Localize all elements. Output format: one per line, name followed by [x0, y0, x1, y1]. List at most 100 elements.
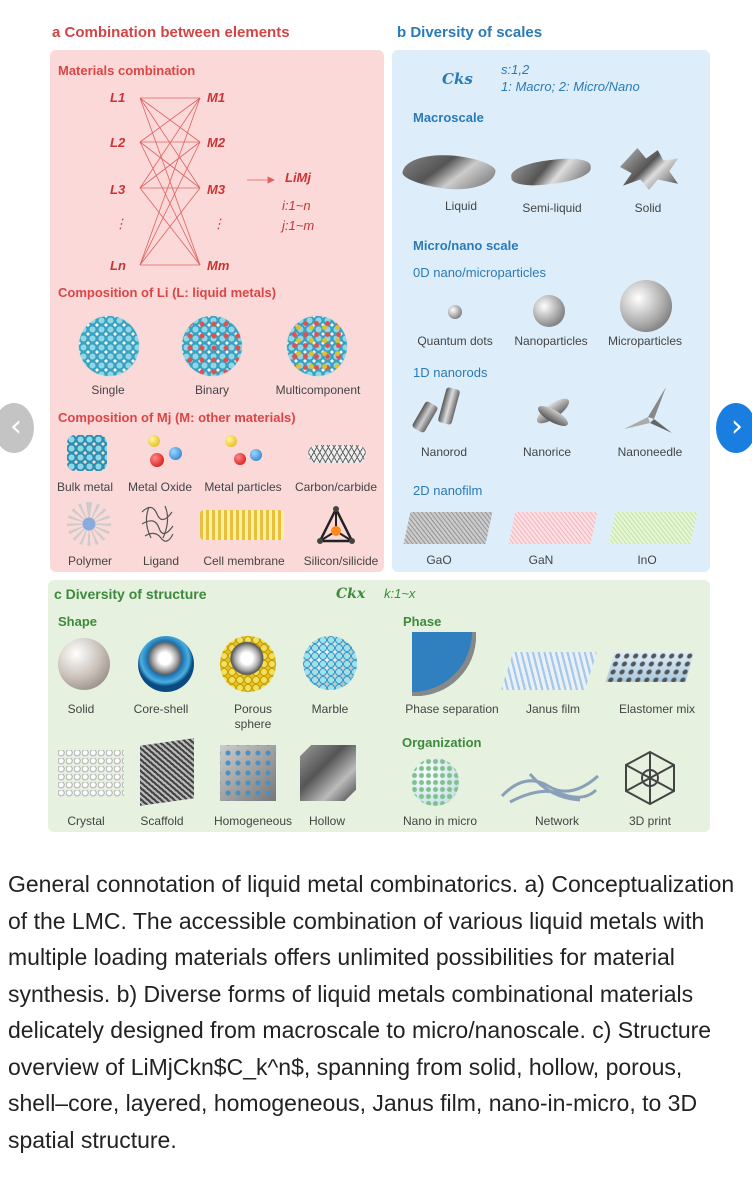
ligand-label: Ligand: [142, 554, 180, 568]
composition-m-label: Composition of Mj (M: other materials): [58, 410, 296, 425]
l-ellipsis: ⋮: [114, 216, 127, 231]
core-shell-label: Core-shell: [133, 702, 189, 716]
binary-sphere: [182, 316, 242, 376]
polymer-icon: [67, 502, 111, 546]
single-sphere: [79, 316, 139, 376]
metal-oxide-label: Metal Oxide: [127, 480, 193, 494]
chevron-left-icon: ‹: [10, 409, 22, 444]
panel-c-symbol: Ckx: [336, 586, 366, 602]
macroscale-label: Macroscale: [413, 110, 484, 125]
bulk-metal-icon: [67, 435, 107, 471]
elastomer-mix-label: Elastomer mix: [618, 702, 696, 716]
network-shape: [500, 768, 600, 804]
panel-b-title: b Diversity of scales: [397, 24, 543, 41]
cell-membrane-icon: [200, 510, 284, 540]
scaffold-label: Scaffold: [140, 814, 184, 828]
i-range: i:1~n: [282, 198, 311, 213]
m2-label: M2: [207, 135, 226, 150]
janus-film-shape: [500, 652, 598, 690]
solid-sphere: [58, 638, 110, 690]
carbon-nanotube-icon: [308, 445, 366, 463]
marble-sphere: [303, 636, 357, 690]
ln-label: Ln: [110, 258, 126, 273]
print-lattice-shape: [622, 750, 678, 806]
gan-film: [508, 512, 598, 544]
gao-label: GaO: [426, 553, 452, 567]
nanoneedle-shape: [620, 385, 676, 435]
elastomer-mix-shape: [605, 652, 695, 682]
two-d-label: 2D nanofilm: [413, 483, 483, 498]
nanorice-shape: [530, 392, 576, 432]
panel-a-bg: [50, 50, 384, 572]
prev-button[interactable]: ‹: [0, 403, 34, 453]
s-meaning: 1: Macro; 2: Micro/Nano: [501, 79, 640, 94]
metal-oxide-icon: [145, 435, 190, 473]
liquid-label: Liquid: [444, 199, 478, 213]
gao-film: [403, 512, 493, 544]
metal-particles-icon: [222, 435, 267, 473]
panel-b-symbol: Cks: [442, 70, 473, 88]
nanoneedle-label: Nanoneedle: [617, 445, 683, 459]
ino-film: [608, 512, 698, 544]
cell-membrane-label: Cell membrane: [203, 554, 285, 568]
scaffold-shape: [140, 738, 194, 806]
panel-a-title: a Combination between elements: [52, 24, 290, 41]
zero-d-label: 0D nano/microparticles: [413, 265, 546, 280]
nanoparticle: [533, 295, 565, 327]
m-ellipsis: ⋮: [212, 216, 225, 231]
nanorice-label: Nanorice: [522, 445, 572, 459]
nanorod-label: Nanorod: [420, 445, 468, 459]
multicomponent-sphere: [287, 316, 347, 376]
3d-print-label: 3D print: [628, 814, 672, 828]
microparticle: [620, 280, 672, 332]
porous-sphere-label: Porous sphere: [233, 702, 273, 731]
quantum-dot: [448, 305, 462, 319]
shape-label: Shape: [58, 614, 98, 629]
organization-label: Organization: [402, 735, 482, 750]
k-range: k:1~x: [384, 586, 416, 601]
silicon-tetrahedron-icon: [316, 505, 356, 545]
bulk-metal-label: Bulk metal: [56, 480, 114, 494]
mm-label: Mm: [207, 258, 230, 273]
combination-lines: [139, 97, 275, 266]
solid-label: Solid: [634, 201, 662, 215]
one-d-label: 1D nanorods: [413, 365, 488, 380]
porous-sphere: [220, 636, 276, 692]
result-label: LiMj: [285, 170, 311, 185]
nanorod-shape: [411, 386, 468, 434]
carbon-carbide-label: Carbon/carbide: [294, 480, 378, 494]
nanoparticles-label: Nanoparticles: [514, 334, 588, 348]
l3-label: L3: [110, 182, 126, 197]
hollow-label: Hollow: [308, 814, 346, 828]
marble-label: Marble: [311, 702, 349, 716]
ino-label: InO: [637, 553, 657, 567]
next-button[interactable]: ›: [716, 403, 752, 453]
j-range: j:1~m: [282, 218, 315, 233]
gan-label: GaN: [528, 553, 554, 567]
l1-label: L1: [110, 90, 126, 105]
phase-label: Phase: [403, 614, 442, 629]
multicomponent-label: Multicomponent: [275, 383, 361, 397]
metal-particles-label: Metal particles: [204, 480, 282, 494]
crystal-shape: [58, 750, 124, 798]
single-label: Single: [91, 383, 125, 397]
janus-film-label: Janus film: [525, 702, 581, 716]
quantum-dots-label: Quantum dots: [417, 334, 493, 348]
figure-caption: General connotation of liquid metal comb…: [8, 871, 735, 1153]
hollow-shape: [300, 745, 356, 801]
m1-label: M1: [207, 90, 226, 105]
m3-label: M3: [207, 182, 226, 197]
homogeneous-label: Homogeneous: [213, 814, 293, 828]
microparticles-label: Microparticles: [607, 334, 683, 348]
homogeneous-shape: [220, 745, 276, 801]
polymer-label: Polymer: [67, 554, 113, 568]
figure: a Combination between elements b Diversi…: [48, 24, 710, 832]
micro-nano-label: Micro/nano scale: [413, 238, 519, 253]
phase-separation-label: Phase separation: [405, 702, 499, 716]
silicon-silicide-label: Silicon/silicide: [303, 554, 379, 568]
nano-in-micro-shape: [411, 758, 459, 806]
network-label: Network: [534, 814, 580, 828]
composition-l-label: Composition of Li (L: liquid metals): [58, 285, 277, 300]
s-range: s:1,2: [501, 62, 530, 77]
binary-label: Binary: [194, 383, 230, 397]
